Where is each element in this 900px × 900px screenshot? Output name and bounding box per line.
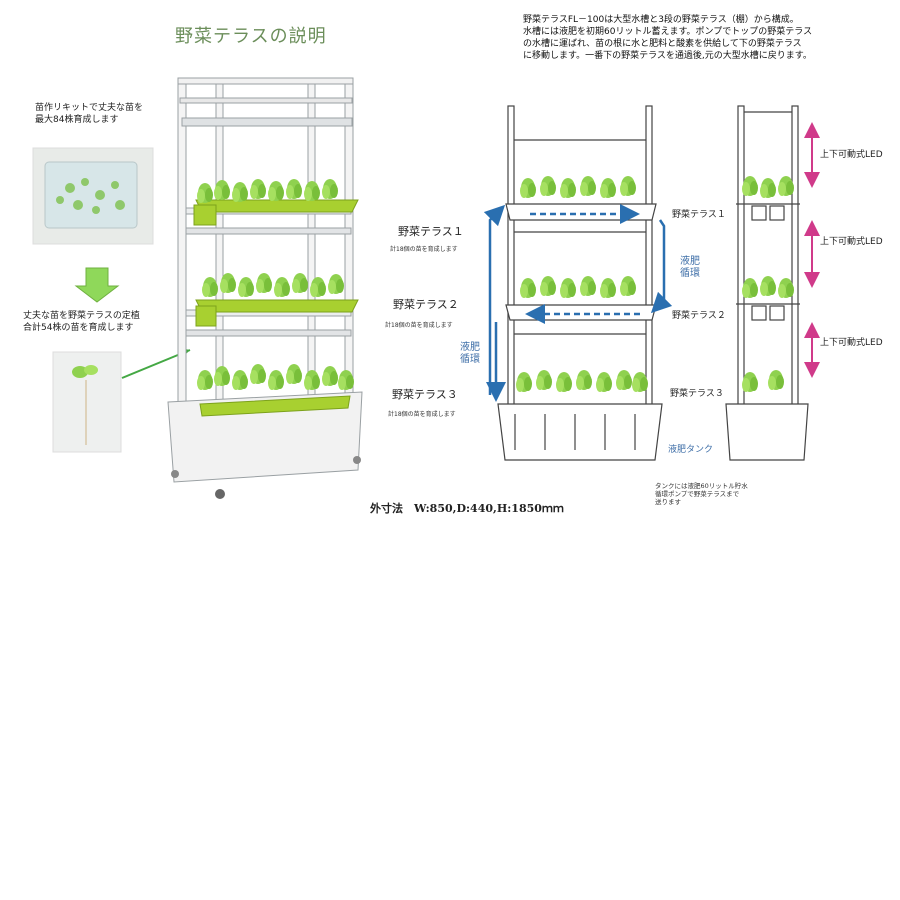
seedling-note-line: 苗作リキットで丈夫な苗を	[35, 103, 144, 113]
dimensions-text: 外寸法 W:850,D:440,H:1850ｍｍ	[370, 502, 564, 515]
planting-note-line: 丈夫な苗を野菜テラスの定植	[23, 311, 140, 321]
planting-note-line: 合計54株の苗を育成します	[23, 323, 134, 333]
tank-note-line: 送ります	[655, 498, 681, 506]
seedling-note-line: 最大84株育成します	[35, 115, 119, 125]
product-rack	[177, 77, 354, 413]
tank-note-line: 循環ポンプで野菜テラスまで	[655, 490, 740, 498]
terrace-2-label: 野菜テラス２	[393, 298, 459, 311]
terrace-3-label: 野菜テラス３	[392, 388, 458, 401]
tank-note-line: タンクには液肥60リットル貯水	[655, 482, 748, 490]
intro-line: 野菜テラスFL－100は大型水槽と3段の野菜テラス（棚）から構成。	[523, 15, 799, 25]
intro-line: に移動します。一番下の野菜テラスを通過後,元の大型水槽に戻ります。	[523, 51, 812, 61]
led-label-3: 上下可動式LED	[820, 338, 883, 348]
tank-label: 液肥タンク	[668, 445, 714, 455]
led-label-2: 上下可動式LED	[820, 237, 883, 247]
planting-note: 丈夫な苗を野菜テラスの定植 合計54株の苗を育成します	[23, 310, 140, 334]
intro-text: 野菜テラスFL－100は大型水槽と3段の野菜テラス（棚）から構成。 水槽には液肥…	[523, 14, 863, 62]
page-title: 野菜テラスの説明	[175, 26, 327, 47]
terrace-2-sub: 計18個の苗を育成します	[385, 322, 453, 329]
front-terrace-1-label: 野菜テラス１	[672, 210, 726, 220]
circulation-label-left: 液肥循環	[460, 342, 480, 365]
led-label-1: 上下可動式LED	[820, 150, 883, 160]
front-terrace-3-label: 野菜テラス３	[670, 389, 724, 399]
intro-line: の水槽に運ばれ、苗の根に水と肥料と酸素を供給して下の野菜テラス	[523, 39, 802, 49]
down-arrow-icon	[74, 267, 120, 303]
seedling-kit-photo	[32, 147, 154, 245]
terrace-1-label: 野菜テラス１	[398, 225, 464, 238]
intro-line: 水槽には液肥を初期60リットル蓄えます。ポンプでトップの野菜テラス	[523, 27, 813, 37]
seedling-note: 苗作リキットで丈夫な苗を 最大84株育成します	[35, 102, 143, 126]
side-schematic	[725, 105, 809, 461]
tank-note: タンクには液肥60リットル貯水 循環ポンプで野菜テラスまで 送ります	[655, 482, 775, 506]
circulation-label-right: 液肥循環	[680, 256, 700, 279]
seedling-photo	[52, 351, 122, 453]
terrace-3-sub: 計18個の苗を育成します	[388, 411, 456, 418]
front-terrace-2-label: 野菜テラス２	[672, 311, 726, 321]
terrace-1-sub: 計18個の苗を育成します	[390, 246, 458, 253]
